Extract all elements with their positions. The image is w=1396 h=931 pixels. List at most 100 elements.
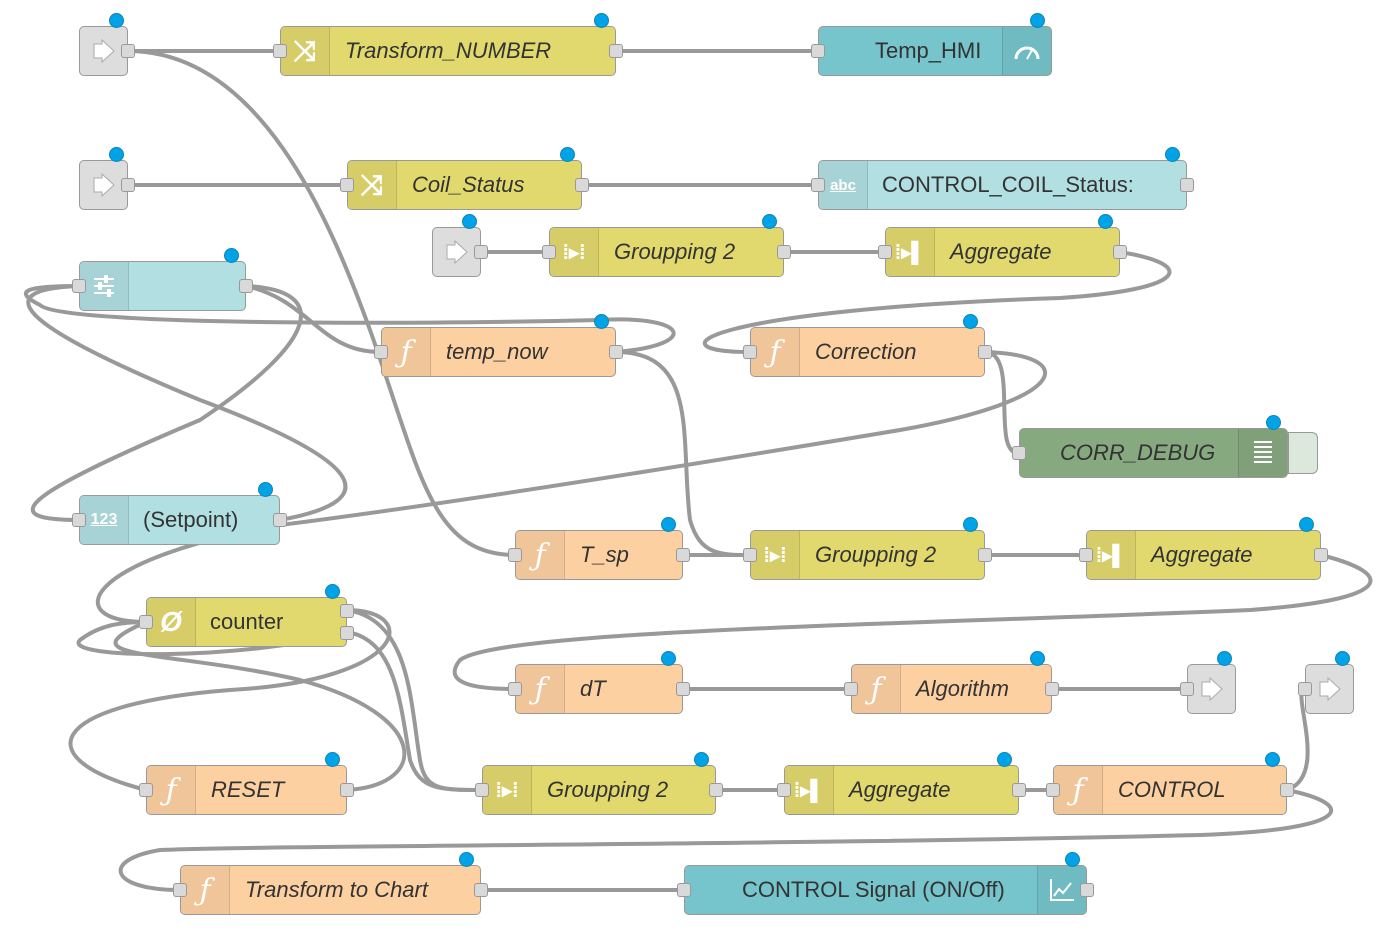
output-port[interactable] <box>340 783 354 797</box>
input-port[interactable] <box>1180 682 1194 696</box>
slider-icon <box>80 262 129 310</box>
changed-indicator <box>1299 517 1314 532</box>
output-port[interactable] <box>777 245 791 259</box>
output-port[interactable] <box>978 548 992 562</box>
wire[interactable] <box>26 284 348 522</box>
link-out-node-4[interactable] <box>1180 651 1236 714</box>
output-port-1[interactable] <box>340 604 354 618</box>
output-port[interactable] <box>1314 548 1328 562</box>
debug-toggle-button[interactable] <box>1288 432 1318 474</box>
output-port[interactable] <box>474 883 488 897</box>
counter-node[interactable]: Ø counter <box>139 584 354 647</box>
output-port[interactable] <box>121 178 135 192</box>
output-port[interactable] <box>1113 245 1127 259</box>
aggregate-node-c[interactable]: ⁞▸▌ Aggregate <box>777 752 1026 815</box>
join-node-groupping-2-c[interactable]: ⁞▸⁞ Groupping 2 <box>475 752 723 815</box>
output-port[interactable] <box>676 548 690 562</box>
link-out-node-1[interactable] <box>79 13 135 76</box>
input-port[interactable] <box>139 615 153 629</box>
input-port[interactable] <box>340 178 354 192</box>
link-out-icon <box>80 27 127 75</box>
output-port[interactable] <box>1045 682 1059 696</box>
slider-node[interactable] <box>72 248 253 311</box>
link-out-node-5[interactable] <box>1298 651 1354 714</box>
input-port[interactable] <box>844 682 858 696</box>
input-port[interactable] <box>1046 783 1060 797</box>
join-node-groupping-2-b[interactable]: ⁞▸⁞ Groupping 2 <box>743 517 992 580</box>
function-node-t-sp[interactable]: ƒ T_sp <box>508 517 690 580</box>
changed-indicator <box>963 314 978 329</box>
input-port[interactable] <box>743 548 757 562</box>
function-node-dt[interactable]: ƒ dT <box>508 651 690 714</box>
wire[interactable] <box>118 788 1334 892</box>
output-port[interactable] <box>239 279 253 293</box>
output-port[interactable] <box>676 682 690 696</box>
output-port[interactable] <box>121 44 135 58</box>
wire[interactable] <box>279 350 1047 527</box>
input-port[interactable] <box>878 245 892 259</box>
input-port[interactable] <box>508 682 522 696</box>
wire[interactable] <box>245 284 381 354</box>
wire[interactable] <box>452 553 1373 691</box>
numeric-node-setpoint[interactable]: 123 (Setpoint) <box>72 482 287 545</box>
input-port[interactable] <box>1079 548 1093 562</box>
input-port[interactable] <box>374 345 388 359</box>
input-port[interactable] <box>273 44 287 58</box>
output-port[interactable] <box>609 345 623 359</box>
input-port[interactable] <box>542 245 556 259</box>
wire[interactable] <box>76 620 348 657</box>
gauge-node-temp-hmi[interactable]: Temp_HMI <box>811 13 1052 76</box>
join-node-groupping-2-a[interactable]: ⁞▸⁞ Groupping 2 <box>542 214 791 277</box>
change-node-coil-status[interactable]: ⤨ Coil_Status <box>340 147 589 210</box>
input-port[interactable] <box>811 44 825 58</box>
input-port[interactable] <box>72 513 86 527</box>
wire[interactable] <box>615 350 751 557</box>
aggregate-node-b[interactable]: ⁞▸▌ Aggregate <box>1079 517 1328 580</box>
input-port[interactable] <box>173 883 187 897</box>
output-port[interactable] <box>978 345 992 359</box>
output-port[interactable] <box>273 513 287 527</box>
output-port[interactable] <box>609 44 623 58</box>
output-port[interactable] <box>1280 783 1294 797</box>
output-port[interactable] <box>709 783 723 797</box>
changed-indicator <box>1265 752 1280 767</box>
function-node-reset[interactable]: ƒ RESET <box>139 752 354 815</box>
change-node-transform-number[interactable]: ⤨ Transform_NUMBER <box>273 13 623 76</box>
link-out-icon <box>433 228 480 276</box>
input-port[interactable] <box>677 883 691 897</box>
output-port[interactable] <box>1012 783 1026 797</box>
input-port[interactable] <box>743 345 757 359</box>
input-port[interactable] <box>1012 446 1026 460</box>
wire[interactable] <box>346 608 483 792</box>
text-node-control-coil-status[interactable]: abc CONTROL_COIL_Status: <box>811 147 1194 210</box>
debug-node-corr-debug[interactable]: CORR_DEBUG <box>1012 415 1288 478</box>
function-node-correction[interactable]: ƒ Correction <box>743 314 992 377</box>
link-out-node-2[interactable] <box>79 147 135 210</box>
function-node-control[interactable]: ƒ CONTROL <box>1046 752 1294 815</box>
changed-indicator <box>762 214 777 229</box>
output-port[interactable] <box>575 178 589 192</box>
chart-node-control-signal[interactable]: CONTROL Signal (ON/Off) <box>677 852 1094 915</box>
wire[interactable] <box>24 284 676 354</box>
wire[interactable] <box>68 608 392 792</box>
wire[interactable] <box>113 620 407 792</box>
input-port[interactable] <box>1298 682 1312 696</box>
input-port[interactable] <box>72 279 86 293</box>
wire[interactable] <box>702 250 1172 354</box>
output-port[interactable] <box>1080 883 1094 897</box>
wire[interactable] <box>30 284 303 522</box>
function-node-temp-now[interactable]: ƒ temp_now <box>374 314 623 377</box>
function-node-transform-to-chart[interactable]: ƒ Transform to Chart <box>173 852 488 915</box>
function-node-algorithm[interactable]: ƒ Algorithm <box>844 651 1059 714</box>
link-out-node-3[interactable] <box>432 214 488 277</box>
aggregate-node-a[interactable]: ⁞▸▌ Aggregate <box>878 214 1127 277</box>
output-port[interactable] <box>1180 178 1194 192</box>
input-port[interactable] <box>139 783 153 797</box>
input-port[interactable] <box>811 178 825 192</box>
input-port[interactable] <box>508 548 522 562</box>
wire[interactable] <box>346 630 483 792</box>
output-port[interactable] <box>474 245 488 259</box>
input-port[interactable] <box>777 783 791 797</box>
output-port-2[interactable] <box>340 626 354 640</box>
input-port[interactable] <box>475 783 489 797</box>
